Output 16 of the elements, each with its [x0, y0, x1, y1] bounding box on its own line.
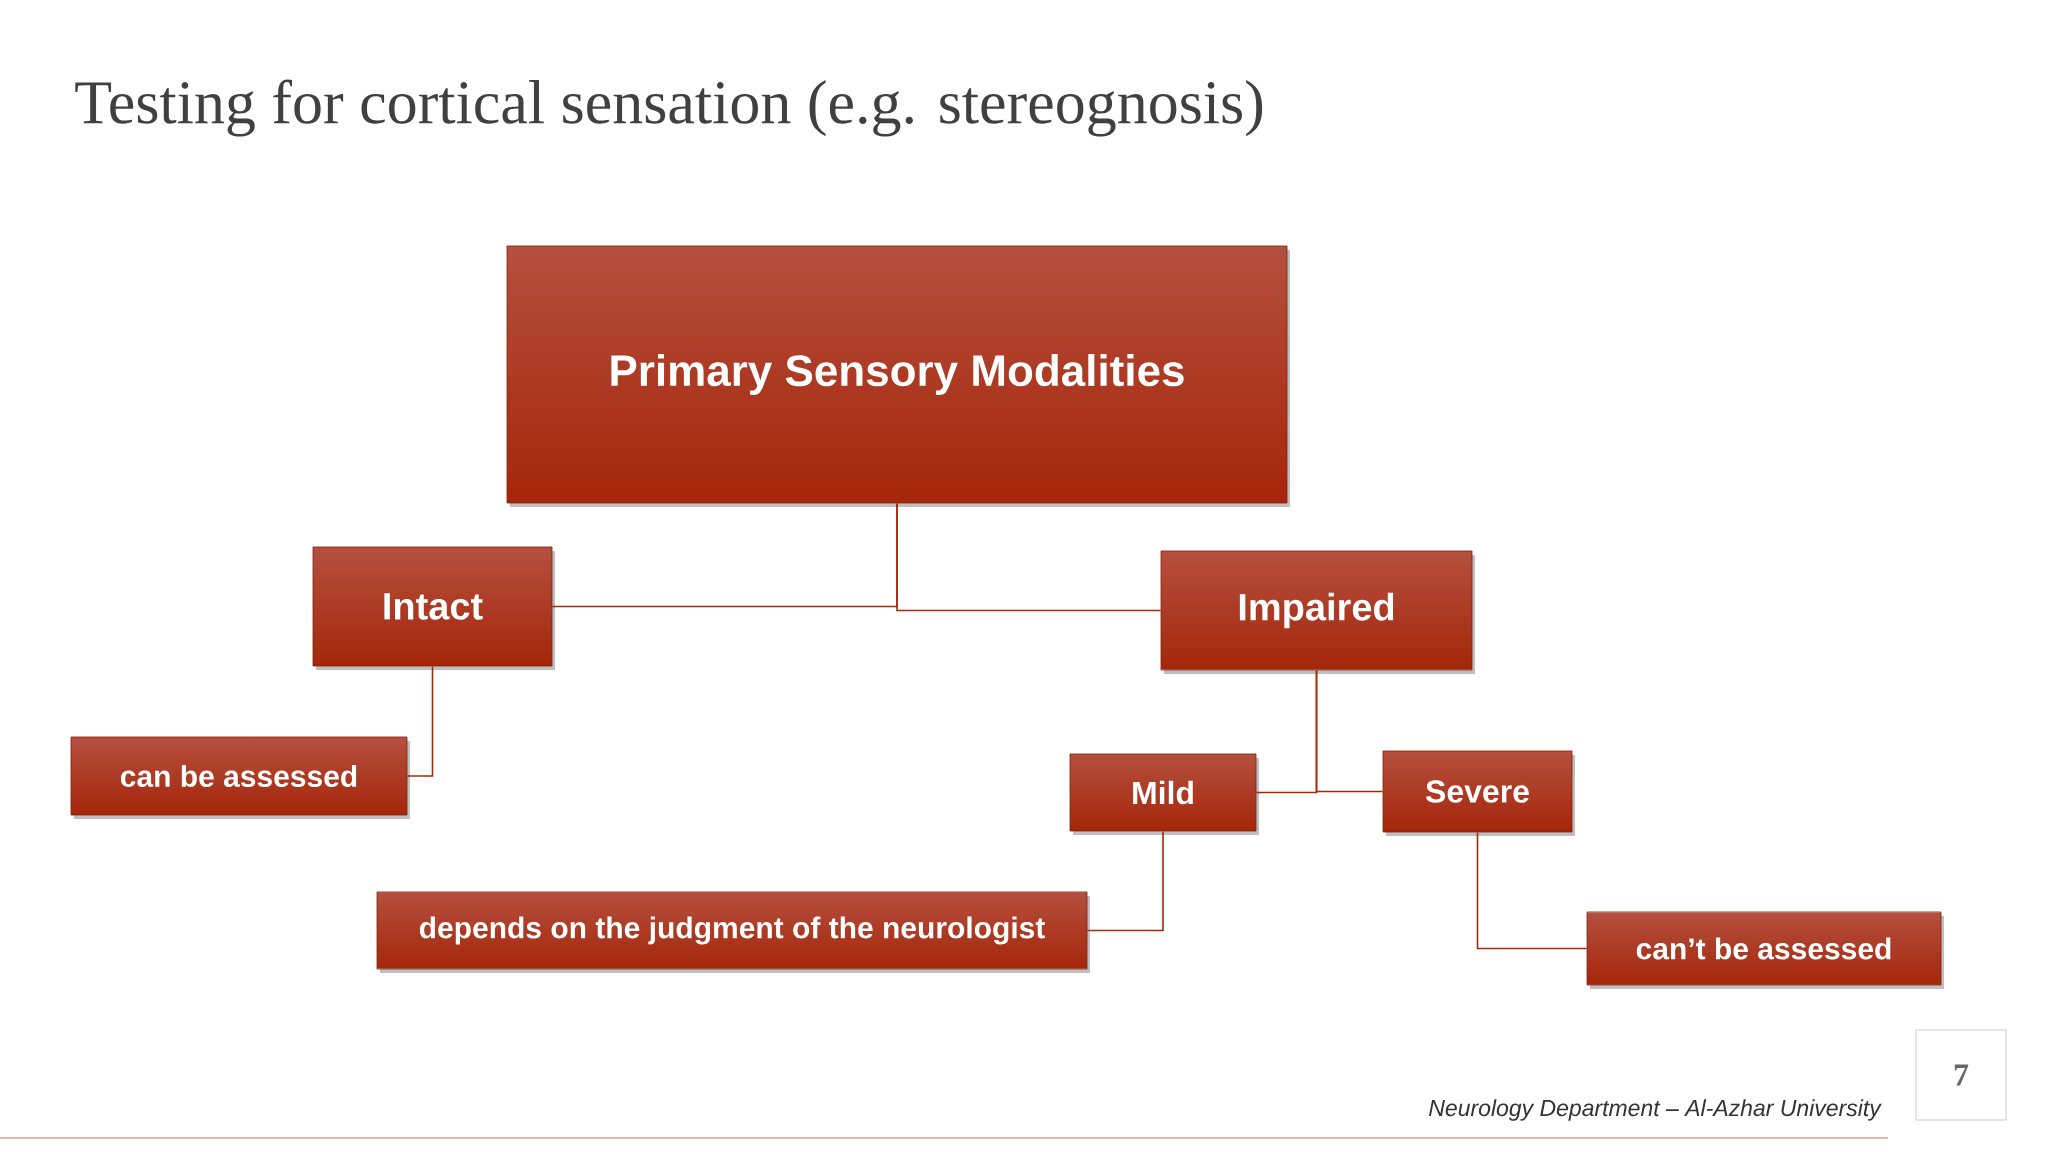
connector-line — [406, 665, 434, 777]
connector-line — [1315, 669, 1384, 793]
process-box: depends on the judgment of the neurologist — [376, 891, 1088, 970]
connector-line — [896, 502, 1162, 612]
connector-line — [1476, 831, 1588, 950]
connector-line — [1086, 830, 1164, 932]
footer-text: Neurology Department – Al-Azhar University — [1429, 1099, 1882, 1121]
process-box: Intact — [312, 546, 553, 667]
process-box: Impaired — [1160, 550, 1473, 671]
process-box: can be assessed — [70, 736, 408, 816]
process-box: Severe — [1382, 750, 1573, 833]
process-box: Primary Sensory Modalities — [506, 245, 1288, 504]
process-box: can’t be assessed — [1586, 911, 1942, 986]
page-number: 7 — [1915, 1029, 2007, 1121]
title: Testing for cortical sensation (e.g. stereognosis) — [75, 79, 1263, 137]
process-box: Mild — [1069, 753, 1257, 832]
